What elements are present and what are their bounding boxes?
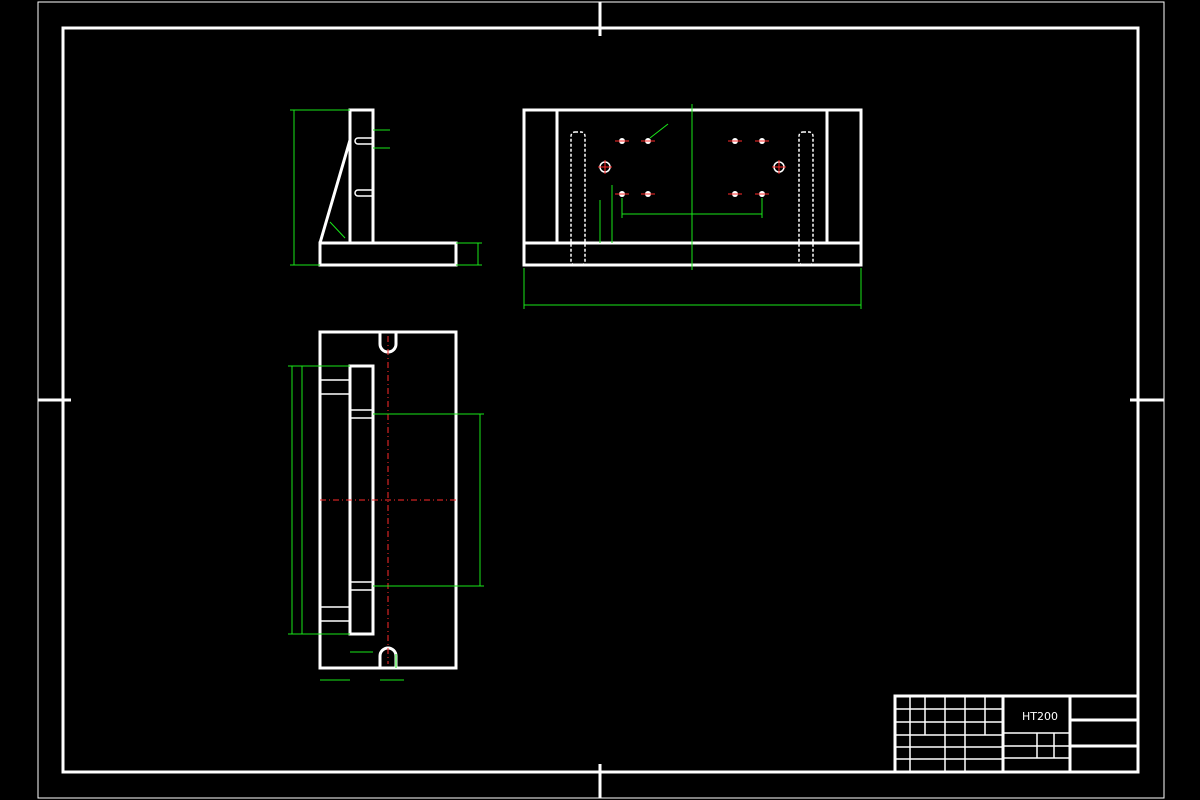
title-block: HT200 [893,694,1140,774]
front-view [522,104,863,309]
material-label: HT200 [1022,710,1058,723]
side-view [290,108,482,267]
sheet-frame [37,1,1165,799]
top-view [288,330,484,681]
